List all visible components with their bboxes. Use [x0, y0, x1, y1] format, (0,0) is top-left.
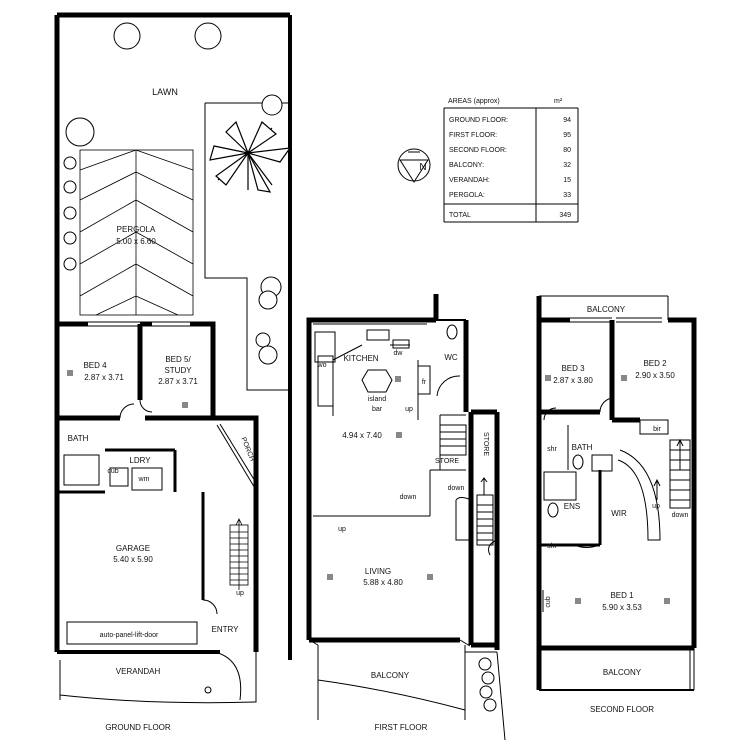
verandah-label: VERANDAH: [116, 667, 161, 676]
porch-label: PORCH: [239, 436, 255, 462]
bed2-dimensions: 2.90 x 3.50: [635, 371, 675, 380]
area-row-value: 95: [563, 132, 571, 139]
balcony-label: BALCONY: [371, 671, 410, 680]
area-row-value: 15: [563, 177, 571, 184]
staircase: [229, 518, 249, 590]
fridge-label: fr: [422, 379, 427, 386]
stair-up-label: up: [652, 503, 660, 510]
ground-floor-title: GROUND FLOOR: [105, 723, 171, 732]
bar-label: bar: [372, 406, 383, 413]
area-row-label: VERANDAH:: [449, 177, 490, 184]
stair-up-label: up: [405, 406, 413, 413]
lawn-label: LAWN: [152, 87, 178, 97]
stair-down-label: down: [672, 512, 689, 519]
island-bench: [361, 369, 393, 393]
laundry-label: LDRY: [129, 456, 151, 465]
area-row-label: BALCONY:: [449, 162, 484, 169]
bed5-label: BED 5/: [165, 355, 191, 364]
shower-label: shr: [547, 446, 557, 453]
ensuite-label: ENS: [564, 502, 580, 511]
entry-label: ENTRY: [212, 625, 240, 634]
cupboard-label: cub: [545, 596, 552, 607]
north-label: N: [419, 162, 426, 173]
cupboard-label: cub: [107, 468, 118, 475]
store-label: STORE: [482, 432, 489, 456]
area-total-label: TOTAL: [449, 212, 471, 219]
second-floor-plan: BALCONY BED 3 2.87 x 3.80 BED 2 2.90 x 3…: [536, 295, 697, 714]
area-row-label: PERGOLA:: [449, 192, 485, 199]
dishwasher-label: dw: [394, 350, 404, 357]
tree-icon: [65, 22, 283, 365]
area-row-value: 33: [563, 192, 571, 199]
stair-up-label: up: [236, 590, 244, 597]
room-marker: [327, 376, 433, 580]
area-row-label: GROUND FLOOR:: [449, 117, 508, 124]
bed4-dimensions: 2.87 x 3.71: [84, 373, 124, 382]
area-row-label: SECOND FLOOR:: [449, 147, 507, 154]
study-label: STUDY: [164, 366, 192, 375]
pergola-dimensions: 5.00 x 6.60: [116, 237, 156, 246]
pergola-structure: [79, 149, 194, 316]
first-floor-title: FIRST FLOOR: [375, 723, 428, 732]
garage-label: GARAGE: [116, 544, 150, 553]
shrub-icon: [478, 657, 497, 712]
area-row-value: 80: [563, 147, 571, 154]
garage-dimensions: 5.40 x 5.90: [113, 555, 153, 564]
balcony-label: BALCONY: [587, 305, 626, 314]
garage-door-label: auto-panel-lift-door: [100, 632, 159, 639]
bed1-label: BED 1: [610, 591, 634, 600]
palm-tree-icon: [209, 120, 292, 193]
kitchen-dimensions: 4.94 x 7.40: [342, 431, 382, 440]
stair-up-label: up: [338, 526, 346, 533]
living-dimensions: 5.88 x 4.80: [363, 578, 403, 587]
areas-table: AREAS (approx) m² GROUND FLOOR: 94 FIRST…: [443, 98, 579, 223]
walk-in-robe-label: WIR: [611, 509, 627, 518]
pergola-label: PERGOLA: [117, 225, 156, 234]
bath-label: BATH: [68, 434, 89, 443]
area-row-label: FIRST FLOOR:: [449, 132, 497, 139]
shrub-icon: [63, 156, 77, 271]
area-row-value: 94: [563, 117, 571, 124]
areas-title: AREAS (approx): [448, 98, 500, 105]
first-floor-plan: wo KITCHEN dw WC fr island bar up 4.94 x…: [306, 294, 506, 741]
north-arrow-icon: N: [397, 148, 431, 183]
bed4-label: BED 4: [83, 361, 107, 370]
stair-down-label: down: [400, 494, 417, 501]
washing-machine-label: wm: [138, 476, 150, 483]
bath-label: BATH: [572, 443, 593, 452]
room-marker: [67, 370, 188, 408]
balcony-label: BALCONY: [603, 668, 642, 677]
built-in-robe-label: bir: [653, 426, 661, 433]
store-label: STORE: [435, 458, 459, 465]
area-total-value: 349: [559, 212, 571, 219]
island-label: island: [368, 396, 386, 403]
kitchen-label: KITCHEN: [343, 354, 378, 363]
bed5-dimensions: 2.87 x 3.71: [158, 377, 198, 386]
wc-label: WC: [444, 353, 458, 362]
stair-down-label: down: [448, 485, 465, 492]
shower-label: shr: [547, 543, 557, 550]
area-row-value: 32: [563, 162, 571, 169]
room-marker: [545, 375, 670, 604]
living-label: LIVING: [365, 567, 391, 576]
second-floor-title: SECOND FLOOR: [590, 705, 654, 714]
bed3-dimensions: 2.87 x 3.80: [553, 376, 593, 385]
wall-oven-label: wo: [317, 362, 327, 369]
bed3-label: BED 3: [561, 364, 585, 373]
areas-unit: m²: [554, 98, 563, 105]
bed2-label: BED 2: [643, 359, 667, 368]
ground-floor-plan: LAWN PERGOLA 5.00 x 6.60 BED 4 2.87 x 3.…: [54, 12, 292, 732]
bed1-dimensions: 5.90 x 3.53: [602, 603, 642, 612]
